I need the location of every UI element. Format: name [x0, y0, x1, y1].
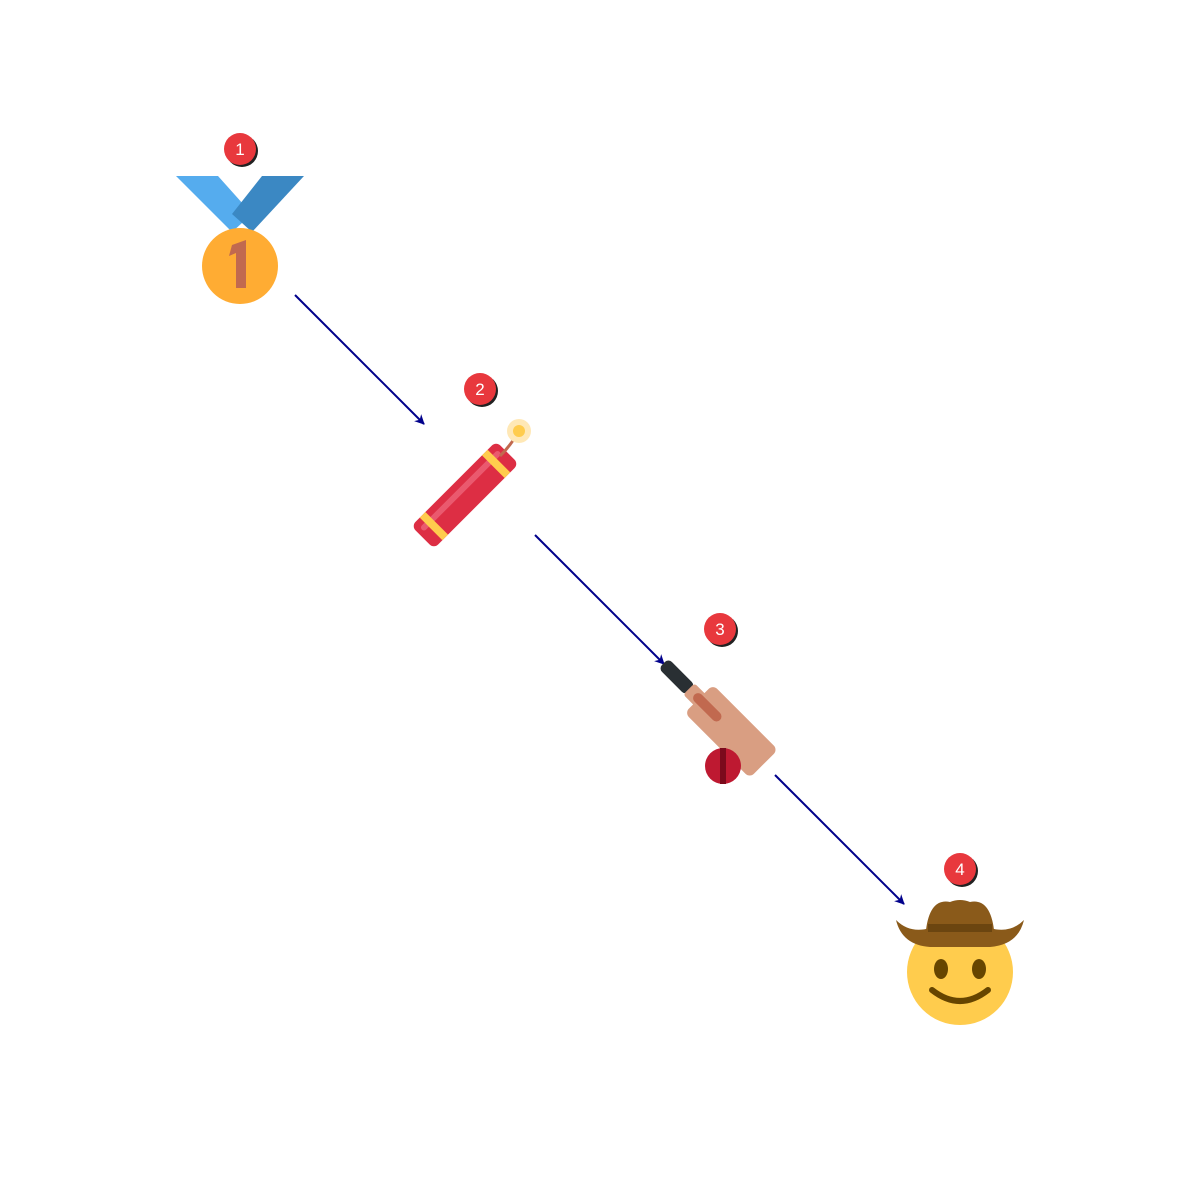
- step-badge-1: 1: [224, 133, 258, 167]
- step-3: 3: [660, 613, 776, 784]
- step-badge-2: 2: [464, 373, 498, 407]
- cricket-bat-and-ball-icon: [660, 660, 776, 784]
- step-1: 1: [176, 133, 304, 304]
- svg-text:3: 3: [715, 620, 724, 639]
- connector-2-to-3: [534, 534, 665, 665]
- firecracker-icon: [413, 419, 531, 547]
- step-2: 2: [413, 373, 531, 547]
- cowboy-hat-face-icon: [896, 900, 1024, 1025]
- first-place-medal-icon: [176, 176, 304, 304]
- svg-text:2: 2: [475, 380, 484, 399]
- step-badge-3: 3: [704, 613, 738, 647]
- connector-3-to-4: [774, 774, 905, 905]
- step-badge-4: 4: [944, 853, 978, 887]
- svg-text:4: 4: [955, 860, 964, 879]
- connector-1-to-2: [294, 294, 425, 425]
- svg-text:1: 1: [235, 140, 244, 159]
- step-4: 4: [896, 853, 1024, 1025]
